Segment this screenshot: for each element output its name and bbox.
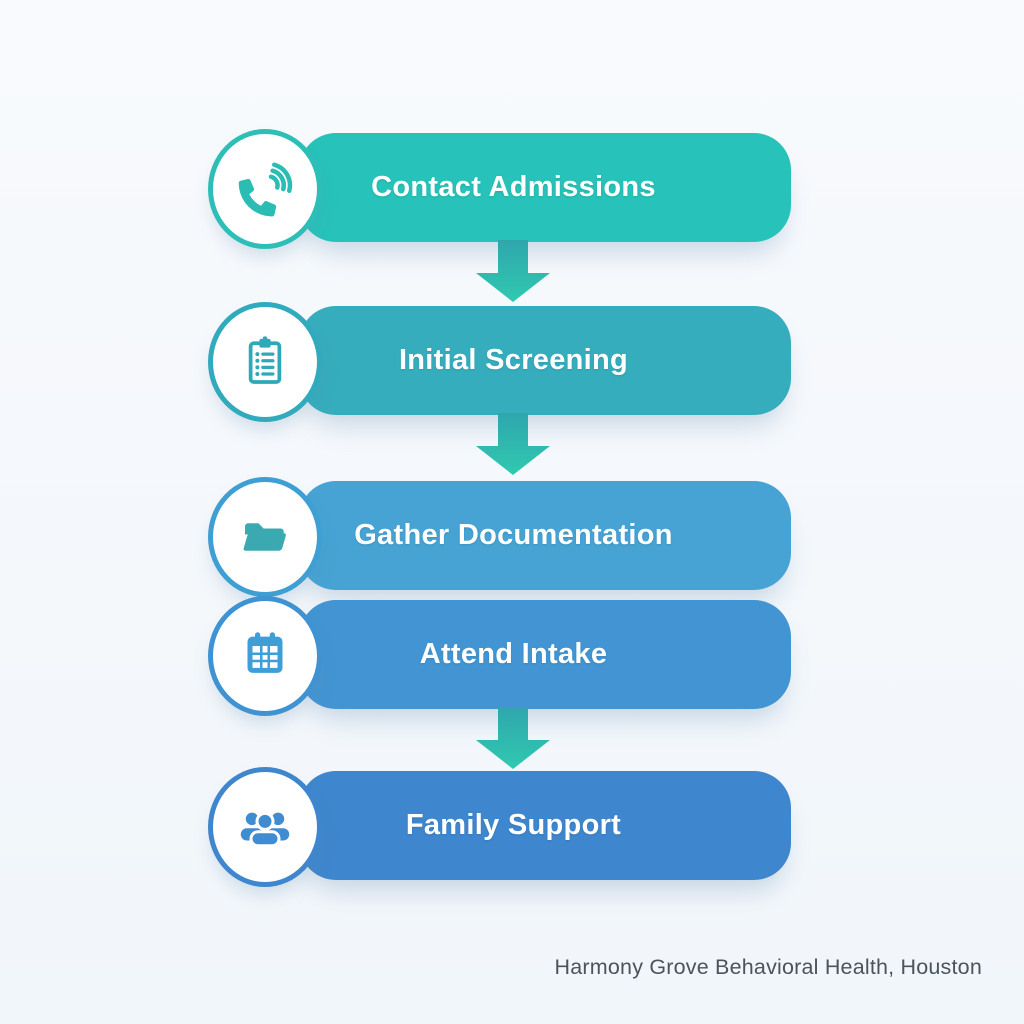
step-label: Initial Screening [398,344,629,376]
step-label: Contact Admissions [371,171,656,203]
step-icon-circle [208,302,322,422]
footer-credit: Harmony Grove Behavioral Health, Houston [554,955,982,979]
step-label: Family Support [405,809,622,841]
step-bar [299,133,791,242]
down-arrow-icon [476,707,550,769]
open-folder-icon [243,523,286,551]
step-label: Gather Documentation [354,519,673,551]
step-bar [299,771,791,880]
step-bar [299,481,791,590]
step-bar [299,306,791,415]
step-icon-circle [208,477,322,597]
step-label: Attend Intake [419,638,608,670]
phone-volume-icon [238,162,293,217]
calendar-icon [247,632,283,673]
clipboard-checklist-icon [248,336,282,384]
down-arrow-icon [476,413,550,475]
step-icon-circle [208,596,322,716]
step-icon-circle [208,767,322,887]
step-bar [299,600,791,709]
down-arrow-icon [476,240,550,302]
people-group-icon [240,811,290,848]
step-icon-circle [208,129,322,249]
